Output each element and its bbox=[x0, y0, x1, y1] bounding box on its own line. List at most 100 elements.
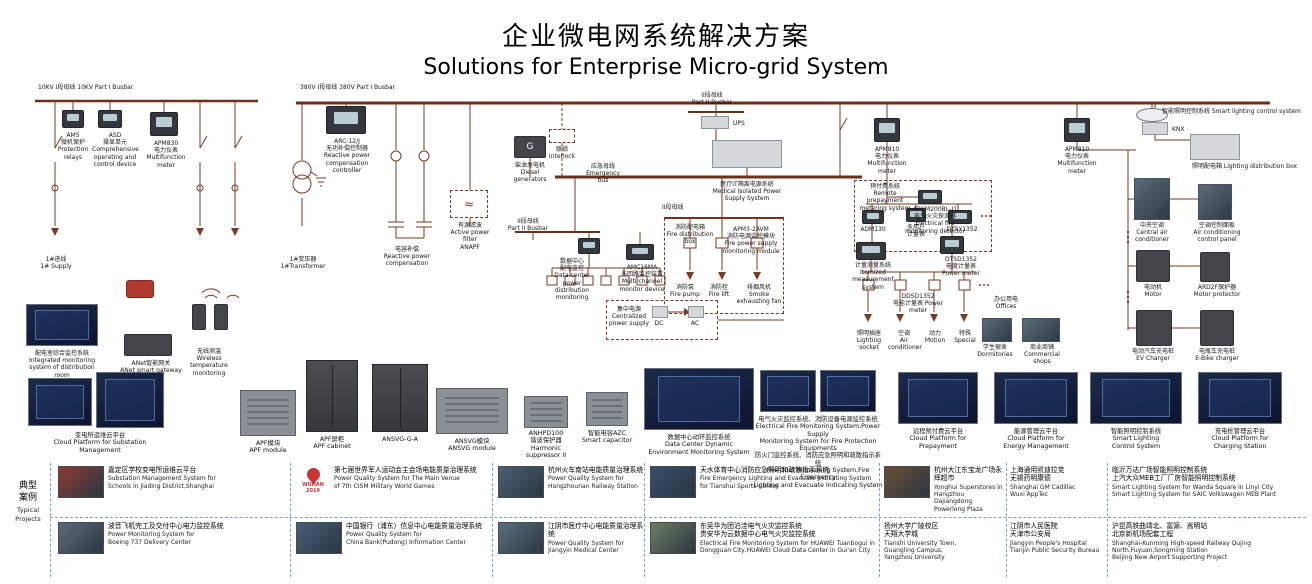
project-title-zh: 杭州火车南站电能质量治理系统 bbox=[548, 466, 644, 474]
typical-projects-heading-zh: 典型 案例 bbox=[18, 481, 37, 504]
dist-room-label: 配电室综合监控系统 Integrated monitoring system o… bbox=[28, 350, 96, 379]
ev-charger-label: 电动汽车充电桩 EV Charger bbox=[1131, 348, 1174, 363]
dtsd1352-device bbox=[940, 236, 964, 254]
smoke-fan-label: 排烟风机 Smoke exhausting fan bbox=[736, 284, 782, 306]
lighting-distribution-box bbox=[1190, 134, 1240, 160]
projects-row-separator bbox=[50, 517, 1306, 518]
product-prepay-cloud-label: 远程预付费云平台 Cloud Platform for Prepayment bbox=[909, 428, 967, 450]
project-photo bbox=[884, 466, 930, 498]
project-title-en: Substation Management System for Schools… bbox=[108, 475, 216, 490]
flame-icon bbox=[303, 465, 323, 484]
apm830-label: APM830 电力仪表 Multifunction meter bbox=[146, 140, 186, 169]
product-fire-systems-label: 电气火灾监控系统、消防设备电源监控系统 Electrical Fire Moni… bbox=[753, 416, 883, 489]
multi-user-meter-device bbox=[906, 208, 926, 222]
apm810-1-label: APM810 电力仪表 Multifunction meter bbox=[867, 146, 907, 175]
asd-control-device bbox=[98, 110, 122, 128]
project-title-en: Tianshi University Town, Guangling Campu… bbox=[884, 539, 957, 562]
ebike-label: 电瓶车充电桩 E-Bike charger bbox=[1195, 348, 1239, 363]
project-title-zh: 东莞华为团泊洼电气火灾监控系统 贵安华为云数据中心电气火灾监控系统 bbox=[700, 522, 816, 539]
interlock-label: 联锁 Interlock bbox=[548, 146, 576, 161]
product-datacenter-label: 数据中心动环监控系统 Data Center Dynamic Environme… bbox=[648, 434, 750, 456]
ups-label: UPS bbox=[733, 120, 745, 127]
amc16ma-label: AMC16MA 多回路监控装置 Multi channel monitor de… bbox=[619, 264, 665, 293]
wuhan-2019-logo: WUHAN 2019 bbox=[296, 465, 330, 496]
anet-gateway-device bbox=[124, 334, 172, 356]
dormitories-label: 学生宿舍 Dormitories bbox=[977, 344, 1013, 359]
fire-hydrant-label: 消防栓 Fire lift bbox=[708, 284, 730, 299]
motor-photo bbox=[1136, 250, 1170, 282]
ansvg-ga-cabinet-photo bbox=[372, 364, 428, 432]
product-charging-cloud-label: 充电桩管理云平台 Cloud Platform for Charging Sta… bbox=[1211, 428, 1269, 450]
dc-monitoring-label: 数据中心 配电监控 Data center power distribution… bbox=[554, 258, 590, 301]
product-ansvg-module-label: ANSVG模块 ANSVG module bbox=[448, 438, 496, 453]
project-title-zh: 上海通用凯迪拉克 无锡药明康德 bbox=[1010, 466, 1065, 483]
substation-screen-2 bbox=[96, 372, 164, 428]
fire-pump-label: 消防泵 Fire pump bbox=[670, 284, 700, 299]
product-anhpd100-label: ANHPD100 谐波保护器 Harmonic suppressor II bbox=[525, 430, 567, 459]
multiuser-label: 多用户 计量表 bbox=[906, 224, 925, 239]
energy-screen bbox=[994, 372, 1078, 424]
datacenter-monitor-device bbox=[578, 238, 600, 254]
medical-label: 医疗IT隔离电源系统 Medical Isolated Power Supply… bbox=[712, 181, 782, 203]
busbar-10kv-label: 10KV I段母线 10KV Part I Busbar bbox=[38, 84, 134, 91]
project-title-zh: 临沂万达广场智能照明控制系统 上汽大众MEB工厂厂房智能照明控制系统 bbox=[1112, 466, 1236, 483]
distribution-room-screen bbox=[26, 304, 98, 346]
projects-column-separator bbox=[644, 463, 645, 577]
project-title-en: Yonghui Superstores in Hangzhou Dajiangd… bbox=[934, 483, 1003, 513]
fire-dist-label: 消防配电箱 Fire distribution box bbox=[666, 224, 714, 246]
project-title-en: Smart Lighting System for Wanda Square i… bbox=[1112, 483, 1277, 499]
prepayment-zone bbox=[854, 180, 992, 252]
apf-cabinet-photo bbox=[306, 360, 358, 432]
anapf-label: 有源滤波 Active power filter ANAPF bbox=[450, 222, 490, 251]
commercial-label: 商业商铺 Commercial shops bbox=[1024, 344, 1060, 366]
page-title: 企业微电网系统解决方案 Solutions for Enterprise Mic… bbox=[0, 16, 1312, 80]
ups-device bbox=[701, 116, 729, 129]
project-title-en: Power Quality System for The Main Venue … bbox=[334, 475, 460, 490]
offices-photo-1 bbox=[982, 318, 1012, 342]
ac-label: AC bbox=[690, 320, 700, 327]
motor-label: 电动机 Motor bbox=[1143, 284, 1162, 299]
ddsd1352-label: DDSD1352 电能计量表 Power meter bbox=[892, 293, 944, 315]
product-substation-cloud-label: 变电所运维云平台 Cloud Platform for Substation M… bbox=[53, 432, 147, 454]
offices-photo-2 bbox=[1022, 318, 1060, 342]
azc-capacitor-photo bbox=[586, 392, 628, 426]
project-title-zh: 第七届世界军人运动会主会场电能质量治理系统 bbox=[334, 466, 477, 474]
projects-column-separator bbox=[1107, 463, 1108, 577]
ev-charger-photo bbox=[1136, 310, 1172, 346]
project-photo bbox=[296, 522, 342, 554]
ac-small-label: 空调 Air conditioner bbox=[888, 330, 922, 352]
adm130-device bbox=[862, 210, 884, 224]
project-title-zh: 中国银行（浦东）信息中心电能质量治理系统 bbox=[346, 522, 482, 530]
prepayment-screen bbox=[898, 372, 978, 424]
project-title-en: Power Monitoring System for Boeing 737 D… bbox=[108, 531, 195, 546]
projects-column-separator bbox=[1006, 463, 1007, 577]
typical-projects-heading: 典型 案例 Typical Projects bbox=[8, 480, 48, 523]
title-zh: 企业微电网系统解决方案 bbox=[501, 22, 810, 52]
arcm-label: ARCM200BL-J1 电气火灾探测器 Electrical fire mon… bbox=[905, 206, 965, 235]
project-title-zh: 杭州大江东宝龙广场永辉超市 bbox=[934, 466, 1002, 483]
am5-label: AM5 微机保护 Protection relays bbox=[57, 132, 89, 161]
smart-lighting-label: 智能照明控制系统 Smart lighting control system bbox=[1162, 108, 1301, 115]
apm810-meter-2 bbox=[1064, 118, 1090, 142]
centralized-label: 集中电源 Centralized power supply bbox=[608, 306, 650, 328]
ac-converter-box bbox=[688, 306, 704, 318]
busbar-380v-label: 380V I段母线 380V Part I Busbar bbox=[300, 84, 396, 91]
lighting-dist-label: 照明配电箱 Lighting distribution box bbox=[1192, 163, 1298, 170]
lighting-socket-label: 照明插座 Lighting socket bbox=[856, 330, 882, 352]
anet-label: ANet智能网关 ANet smart gateway bbox=[120, 360, 182, 375]
product-azc-label: 智能电容AZC Smart capacitor bbox=[581, 430, 633, 445]
